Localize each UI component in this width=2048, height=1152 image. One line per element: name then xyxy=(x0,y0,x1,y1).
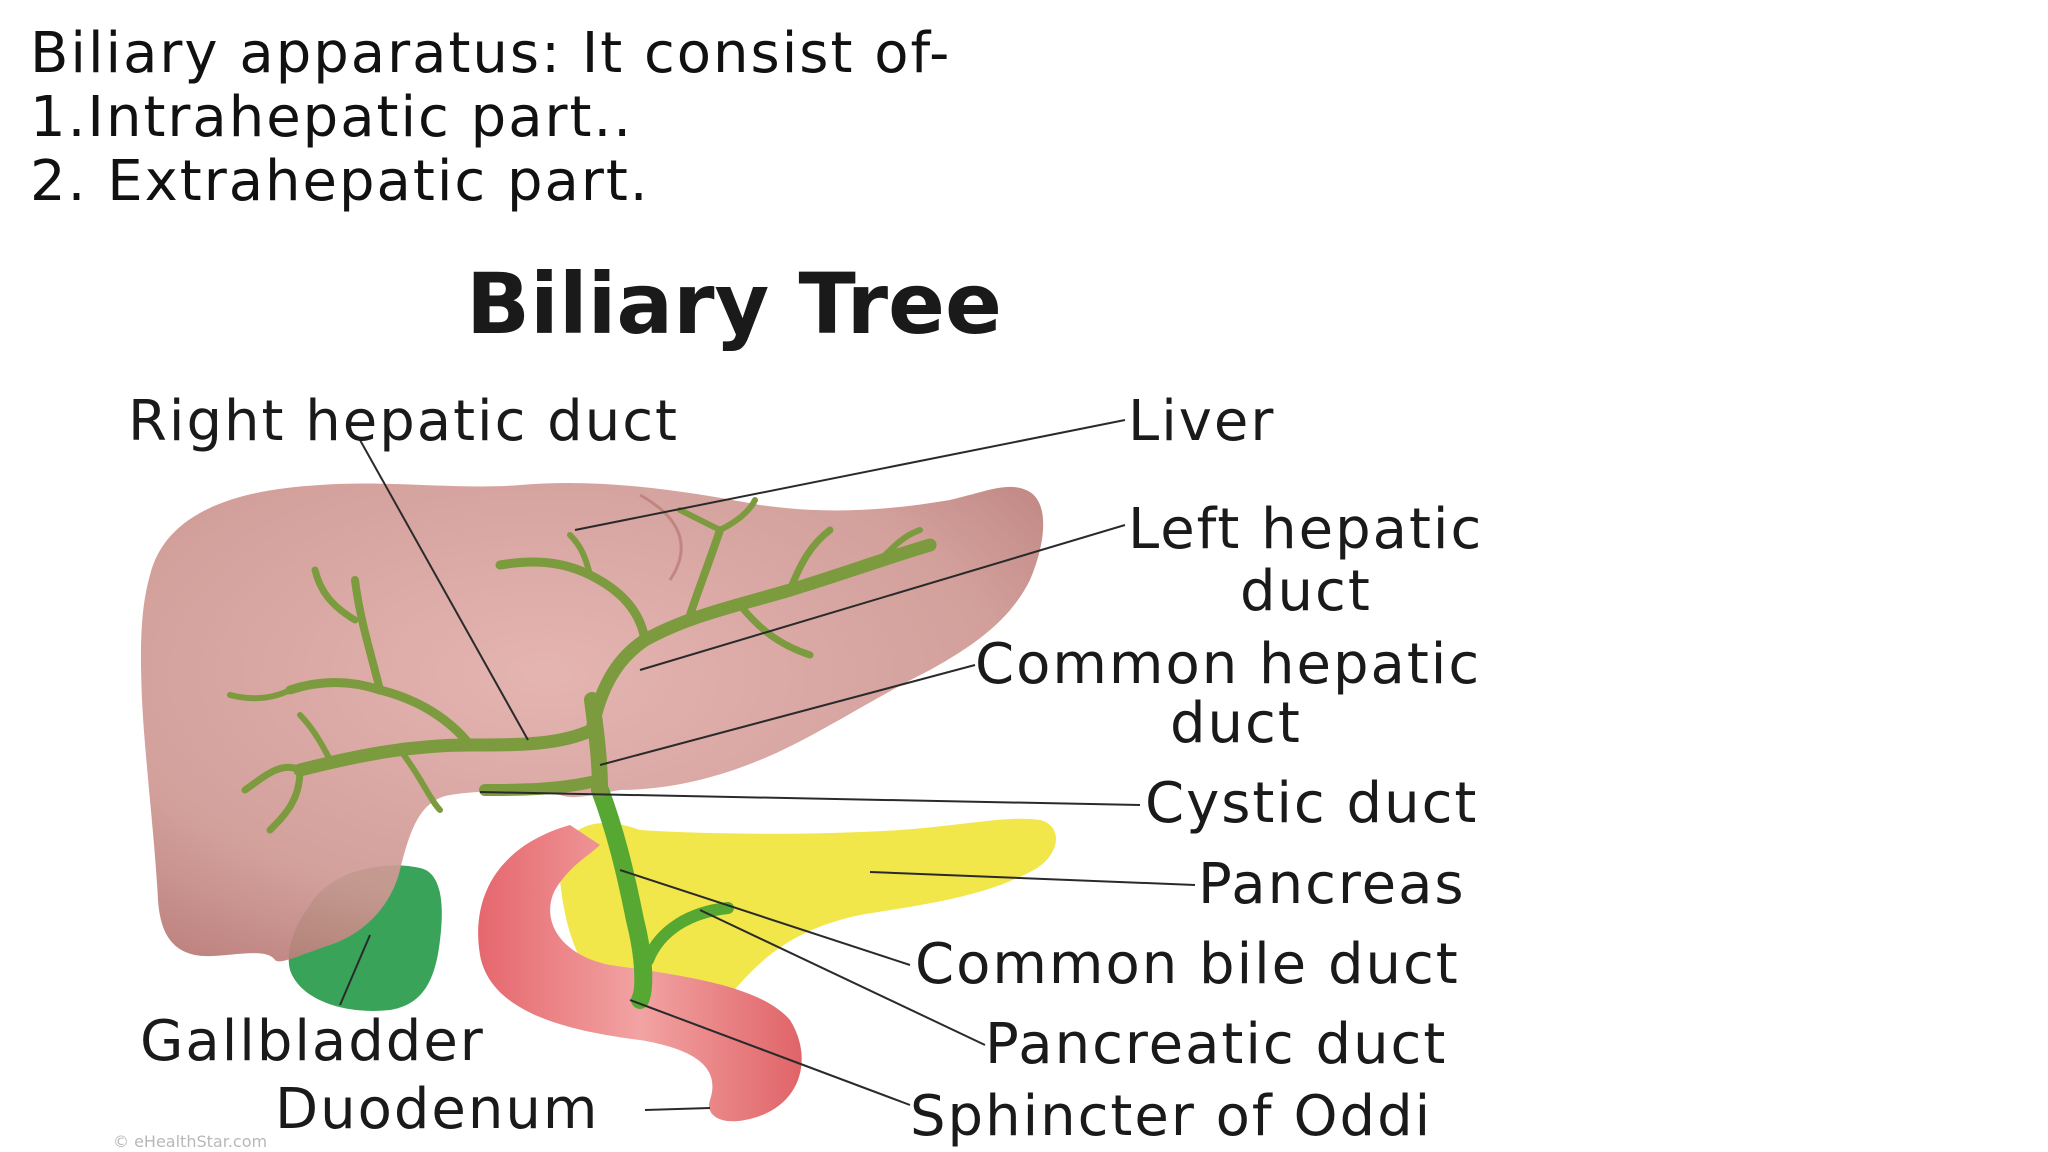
diagram-labels: Right hepatic duct Liver Left hepatic du… xyxy=(128,389,1483,1149)
liver-lobe-line xyxy=(639,493,683,581)
label-duodenum: Duodenum xyxy=(275,1077,599,1142)
intro-line-3: 2. Extrahepatic part. xyxy=(30,149,650,214)
bile-duct-tree xyxy=(227,497,937,1009)
label-gallbladder: Gallbladder xyxy=(140,1009,485,1074)
intro-line-2: 1.Intrahepatic part.. xyxy=(30,85,634,150)
label-left-hepatic-duct-line1: Left hepatic xyxy=(1128,497,1483,562)
intro-line-1: Biliary apparatus: It consist of- xyxy=(30,21,952,86)
watermark: © eHealthStar.com xyxy=(113,1132,267,1151)
label-common-hepatic-duct-line2: duct xyxy=(1170,691,1302,756)
leader-lines xyxy=(339,419,1196,1111)
label-sphincter-of-oddi: Sphincter of Oddi xyxy=(910,1084,1432,1149)
diagram-title: Biliary Tree xyxy=(466,255,1002,353)
label-common-bile-duct: Common bile duct xyxy=(915,932,1460,997)
label-liver: Liver xyxy=(1128,389,1275,454)
label-pancreatic-duct: Pancreatic duct xyxy=(985,1012,1447,1077)
label-left-hepatic-duct-line2: duct xyxy=(1240,559,1372,624)
label-pancreas: Pancreas xyxy=(1198,852,1466,917)
pancreas-shape xyxy=(559,818,1057,1007)
label-right-hepatic-duct: Right hepatic duct xyxy=(128,389,679,454)
slide-text: Biliary apparatus: It consist of- 1.Intr… xyxy=(30,22,951,214)
label-cystic-duct: Cystic duct xyxy=(1145,771,1478,836)
label-common-hepatic-duct-line1: Common hepatic xyxy=(975,632,1481,697)
